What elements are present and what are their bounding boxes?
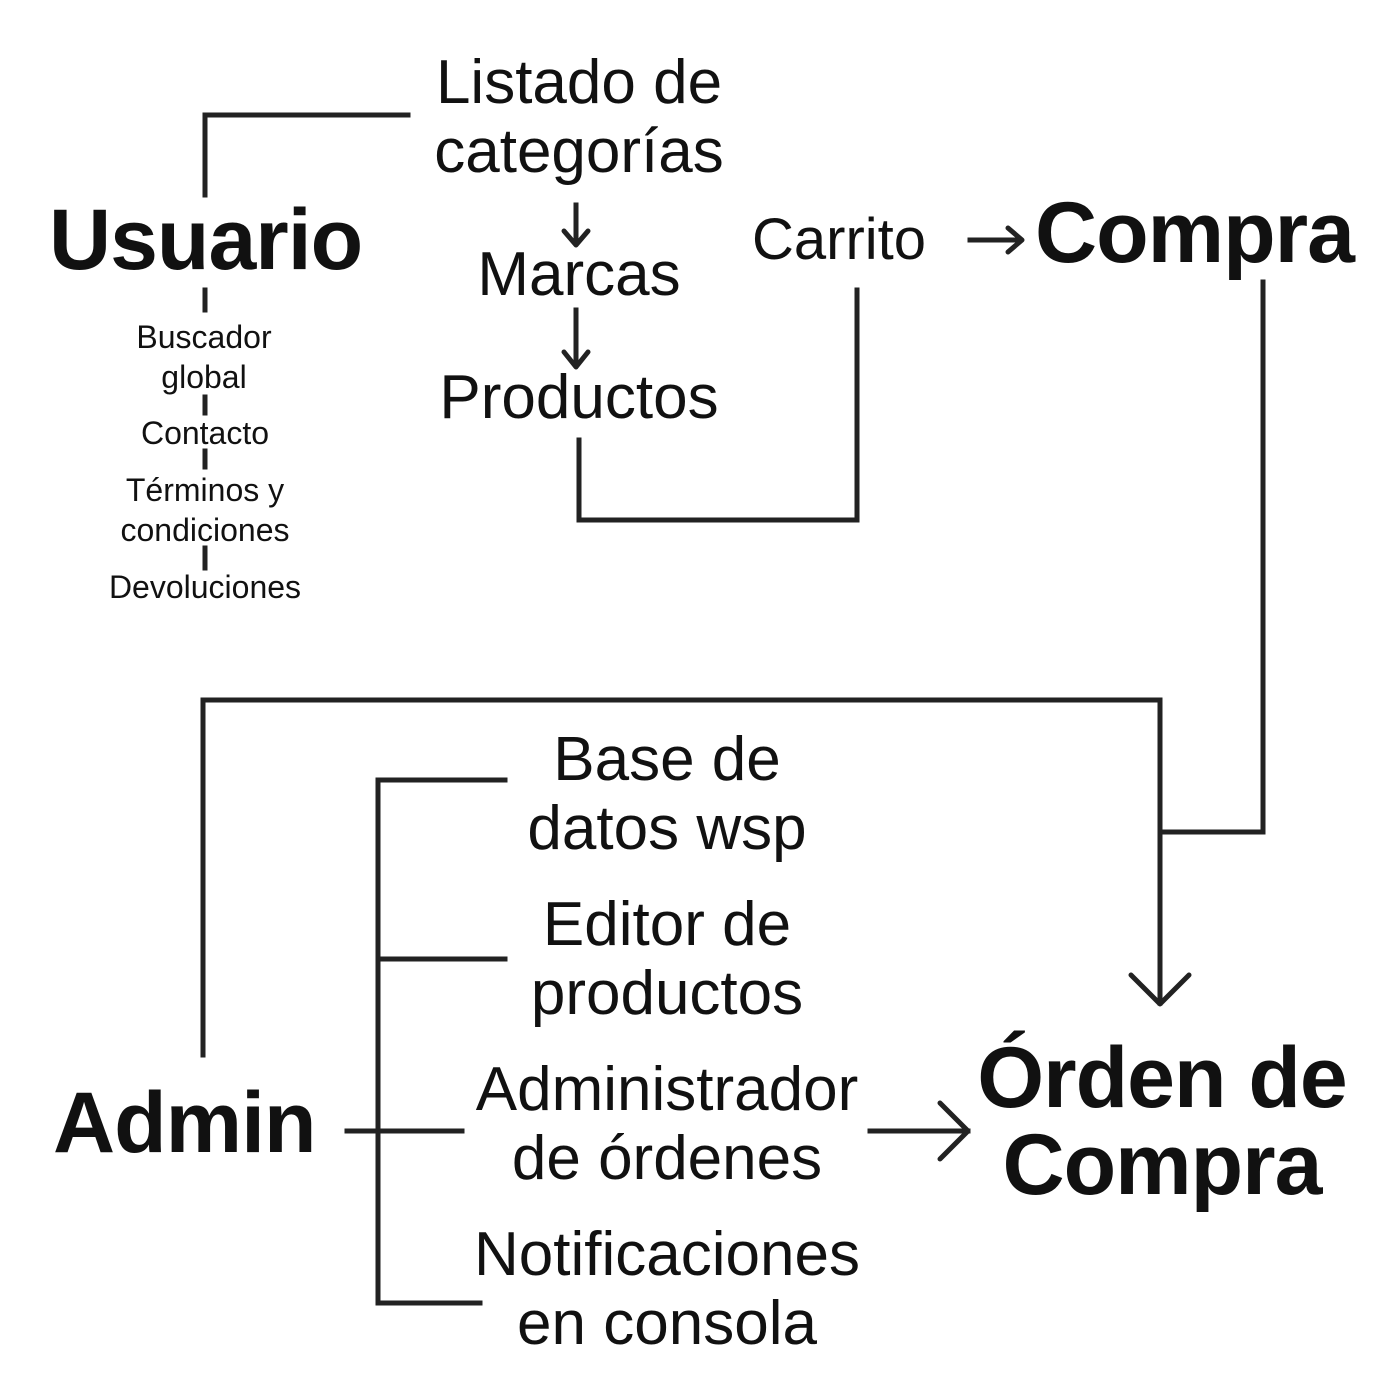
console-notifications-node: Notificaciones: [474, 1220, 860, 1289]
orders-manager-node: Administrador: [475, 1055, 859, 1124]
categories-node: categorías: [434, 117, 724, 186]
purchase-order-node: Compra: [1002, 1117, 1323, 1213]
console-notifications-node: en consola: [517, 1289, 817, 1358]
user-item-label: Contacto: [140, 415, 270, 451]
arrow-orders-manager-order-head: [937, 1100, 971, 1162]
product-editor-node: Editor de: [542, 890, 792, 959]
user-item-label: Devoluciones: [108, 569, 302, 605]
arrow-brands-products-head: [561, 349, 591, 370]
brands-node: Marcas: [477, 240, 681, 309]
arrow-cart-purchase-head: [1005, 225, 1025, 255]
user-item-label: condiciones: [120, 512, 290, 548]
arrow-admin-order-head: [1128, 972, 1192, 1007]
connector-user-categories: [202, 112, 411, 198]
product-editor-node: productos: [530, 959, 804, 1028]
whatsapp-database-node: datos wsp: [527, 794, 807, 863]
purchase-order-node: Órden de: [977, 1030, 1348, 1126]
orders-manager-node: de órdenes: [511, 1124, 823, 1193]
user-item-label: Buscador: [136, 319, 272, 355]
categories-node: Listado de: [435, 48, 723, 117]
connector-admin-order: [200, 697, 1163, 1058]
connector-purchase-order: [1159, 279, 1266, 835]
connector-products-cart: [576, 287, 860, 523]
admin-title: Admin: [53, 1075, 317, 1171]
whatsapp-database-node: Base de: [553, 725, 781, 794]
user-title: Usuario: [49, 192, 363, 288]
user-item-label: Términos y: [125, 472, 285, 508]
user-item-label: global: [161, 359, 247, 395]
purchase-node: Compra: [1035, 185, 1355, 281]
cart-node: Carrito: [752, 207, 927, 272]
products-node: Productos: [439, 363, 719, 432]
arrow-categories-brands-head: [561, 228, 591, 248]
